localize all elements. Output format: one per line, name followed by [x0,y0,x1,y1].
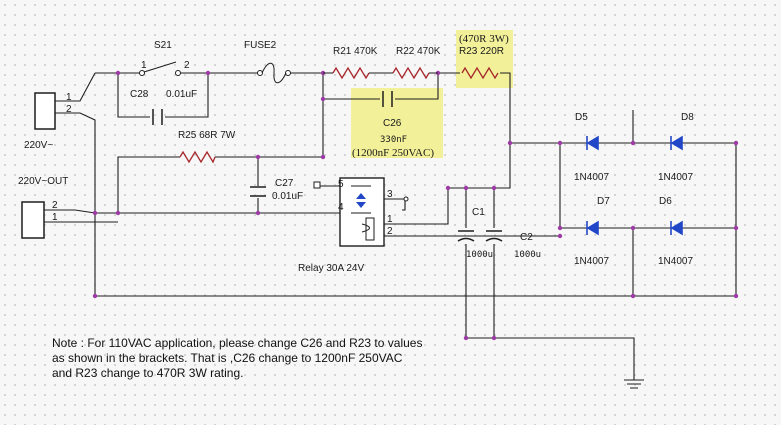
input-connector [34,92,60,130]
resistor-r25 [179,150,216,164]
relay-label: Relay 30A 24V [298,263,364,274]
capacitor-c27 [250,186,266,197]
resistor-r23 [461,66,499,80]
c2-value: 1000u [514,250,541,260]
fuse-fuse2 [257,62,291,84]
c1-ref: C1 [472,207,485,218]
s21-pin2: 2 [184,60,190,71]
output-connector [21,201,50,239]
junction-dots [92,70,739,341]
r25-label: R25 68R 7W [178,130,236,141]
capacitor-c2 [485,230,503,242]
d6-ref: D6 [659,196,672,207]
c26-value: 330nF [380,135,407,145]
capacitor-c1 [457,230,475,242]
r21-label: R21 470K [333,46,378,57]
c1-value: 1000u [466,250,493,260]
switch-s21 [139,61,181,76]
c2-ref: C2 [520,232,533,243]
c28-value: 0.01uF [166,89,197,100]
application-note: Note : For 110VAC application, please ch… [52,336,482,381]
relay-symbol [313,177,409,247]
output-label: 220V~OUT [18,176,68,187]
d7-ref: D7 [597,196,610,207]
r22-label: R22 470K [396,46,441,57]
c27-ref: C27 [275,178,294,189]
d6-part: 1N4007 [658,256,693,267]
diode-d7 [586,220,599,236]
relay-pin3: 3 [387,189,393,200]
d5-ref: D5 [575,112,588,123]
c26-highlight [351,88,443,158]
input-pin2: 2 [66,104,72,115]
c26-alt-value: (1200nF 250VAC) [352,147,434,159]
relay-pin1: 1 [387,214,393,225]
s21-pin1: 1 [141,60,147,71]
c28-ref: C28 [130,89,149,100]
capacitor-c26 [382,91,393,107]
note-line-1: Note : For 110VAC application, please ch… [52,336,423,350]
d5-part: 1N4007 [574,172,609,183]
r23-alt-label: (470R 3W) [459,33,509,45]
d8-ref: D8 [681,112,694,123]
input-pin1: 1 [66,92,72,103]
d7-part: 1N4007 [574,256,609,267]
note-line-3: and R23 change to 470R 3W rating. [52,366,244,380]
diode-d5 [586,135,599,151]
relay-pin5: 5 [338,179,344,190]
input-label: 220V~ [24,140,53,151]
capacitor-c28 [152,109,163,125]
diode-d6 [670,220,683,236]
relay-pin2: 2 [387,226,393,237]
fuse2-label: FUSE2 [244,40,277,51]
r23-highlight [456,30,513,88]
relay-pin4: 4 [338,202,344,213]
resistor-r22 [392,66,430,80]
s21-label: S21 [154,40,172,51]
r23-label: R23 220R [459,46,504,57]
diode-d8 [670,135,683,151]
c27-value: 0.01uF [272,191,303,202]
output-pin2: 2 [52,200,58,211]
note-line-2: as shown in the brackets. That is ,C26 c… [52,351,403,365]
d8-part: 1N4007 [658,172,693,183]
c26-ref: C26 [383,118,402,129]
resistor-r21 [332,66,370,80]
output-pin1: 1 [52,212,58,223]
